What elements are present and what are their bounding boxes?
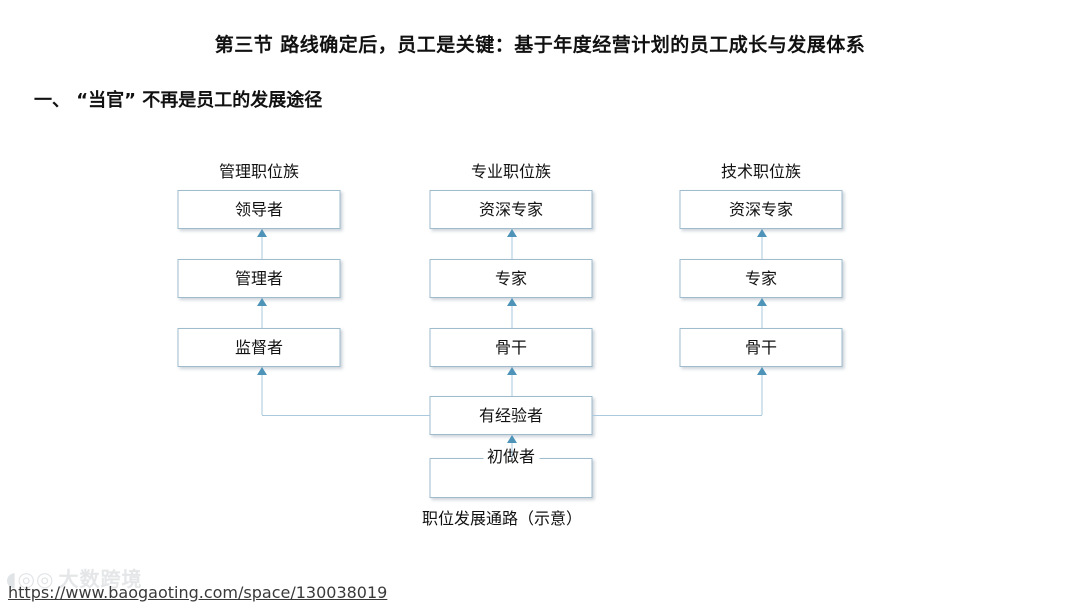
column-header-professional: 专业职位族 [470,162,552,181]
source-url[interactable]: https://www.baogaoting.com/space/1300380… [8,583,388,602]
node-label: 骨干 [494,337,528,357]
arrow-head-icon [257,229,267,237]
watermark: ◖◎◎大数跨境 [6,563,142,592]
arrow-head-icon [257,298,267,306]
node-leader[interactable]: 领导者 [177,190,341,229]
arrow-head-icon [507,298,517,306]
node-beginner[interactable]: 初做者 [429,449,593,498]
node-label: 有经验者 [478,405,544,425]
node-supervisor[interactable]: 监督者 [177,328,341,367]
watermark-text: 大数跨境 [58,567,143,591]
node-senior-expert-professional[interactable]: 资深专家 [429,190,593,229]
connector-experienced-left-horizontal [262,415,430,416]
node-backbone-professional[interactable]: 骨干 [429,328,593,367]
node-backbone-technical[interactable]: 骨干 [679,328,843,367]
node-label: 初做者 [482,449,540,465]
page-title: 第三节 路线确定后，员工是关键：基于年度经营计划的员工成长与发展体系 [214,34,866,56]
node-label: 资深专家 [478,199,544,219]
connector-experienced-right-horizontal [592,415,762,416]
node-label: 专家 [744,268,778,288]
node-label: 监督者 [234,337,284,357]
column-header-technical: 技术职位族 [720,162,802,181]
arrow-head-icon [507,435,517,443]
connector-experienced-technical-line [761,367,763,415]
arrow-head-icon [757,298,767,306]
connector-experienced-backbone-line [511,367,513,396]
arrow-head-icon [507,367,517,375]
node-expert-professional[interactable]: 专家 [429,259,593,298]
connector-line [511,229,513,259]
node-label: 资深专家 [728,199,794,219]
node-label: 领导者 [234,199,284,219]
node-label: 管理者 [234,268,284,288]
node-expert-technical[interactable]: 专家 [679,259,843,298]
connector-supervisor-manager-line [261,229,263,259]
node-senior-expert-technical[interactable]: 资深专家 [679,190,843,229]
connector-line [761,298,763,328]
arrow-head-icon [757,367,767,375]
arrow-head-icon [257,367,267,375]
watermark-logo-icon: ◖◎◎ [6,567,55,591]
section-heading: 一、 “当官” 不再是员工的发展途径 [34,90,323,111]
column-header-management: 管理职位族 [218,162,300,181]
node-experienced[interactable]: 有经验者 [429,396,593,435]
arrow-head-icon [507,229,517,237]
node-label: 专家 [494,268,528,288]
connector-manager-leader-line [261,298,263,328]
connector-line [511,298,513,328]
arrow-head-icon [757,229,767,237]
connector-beginner-experienced-line [511,435,513,458]
connector-line [761,229,763,259]
connector-experienced-supervisor-line [261,367,263,415]
node-label: 骨干 [744,337,778,357]
diagram-caption: 职位发展通路（示意） [421,509,583,528]
node-manager[interactable]: 管理者 [177,259,341,298]
